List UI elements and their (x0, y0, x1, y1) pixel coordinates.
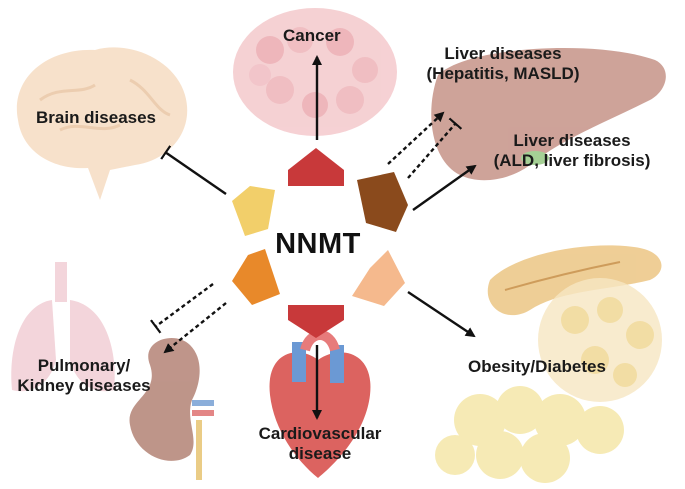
kidney-illustration (129, 337, 214, 480)
adipose-tissue-illustration (435, 278, 662, 483)
relations (150, 55, 477, 420)
nnmt-label: NNMT (275, 228, 361, 260)
liver-ald-line2: (ALD, liver fibrosis) (493, 151, 651, 170)
pulmonary-line1: Pulmonary/ (37, 356, 131, 375)
dotted-arrow-to-kidney (163, 302, 227, 354)
cardio-line2: disease (288, 444, 352, 463)
segment-bottom (288, 305, 344, 338)
segment-upper-left (232, 186, 275, 236)
segment-lower-left (232, 249, 280, 305)
pulmonary-kidney-label: Pulmonary/ Kidney diseases (10, 356, 158, 396)
liver-ald-line1: Liver diseases (513, 131, 631, 150)
dotted-arrow-to-liver-hepatitis (387, 111, 445, 165)
liver-hepatitis-line1: Liver diseases (444, 44, 562, 63)
arrow-to-obesity-diabetes (407, 291, 476, 338)
arrow-to-liver-ald (412, 164, 477, 211)
nnmt-hexagon (232, 148, 408, 338)
cardio-line1: Cardiovascular (258, 424, 382, 443)
segment-lower-right (352, 250, 405, 306)
cardiovascular-label: Cardiovascular disease (250, 424, 390, 464)
liver-illustration (431, 48, 666, 181)
liver-hepatitis-line2: (Hepatitis, MASLD) (426, 64, 580, 83)
lungs-illustration (11, 262, 115, 392)
segment-top (288, 148, 344, 186)
cancer-label: Cancer (283, 26, 341, 45)
obesity-diabetes-label: Obesity/Diabetes (468, 357, 606, 376)
cancer-tissue-illustration (233, 8, 397, 136)
brain-diseases-label: Brain diseases (36, 108, 157, 127)
liver-hepatitis-label: Liver diseases (Hepatitis, MASLD) (413, 44, 593, 84)
pulmonary-line2: Kidney diseases (17, 376, 151, 395)
inhibition-to-brain (160, 145, 227, 195)
brain-illustration (16, 47, 188, 201)
pancreas-illustration (487, 245, 662, 316)
dotted-inhibition-to-pulmonary (150, 283, 214, 334)
liver-ald-label: Liver diseases (ALD, liver fibrosis) (482, 131, 662, 171)
dotted-inhibition-to-liver-hepatitis (407, 117, 463, 179)
segment-upper-right (357, 172, 408, 232)
